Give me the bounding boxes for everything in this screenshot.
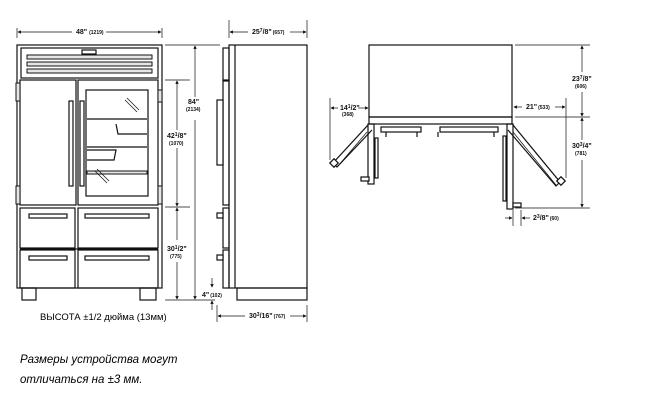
left-door — [19, 79, 77, 206]
drawer-height-label: 301/2" — [167, 245, 187, 253]
left-clearance-mm: (368) — [342, 112, 354, 118]
door-swing-label: 303/4" — [572, 142, 592, 150]
right-door-swing — [507, 124, 561, 187]
cabinet-depth-mm: (606) — [575, 84, 587, 90]
logo-badge — [81, 49, 97, 55]
offset-label: 23/8"(60) — [533, 214, 559, 222]
right-clearance-label: 21"(533) — [526, 104, 550, 111]
drawer-top-left — [19, 207, 76, 249]
top-cabinet — [368, 44, 513, 118]
toe-kick-label: 4"(102) — [202, 292, 222, 299]
right-foot — [139, 287, 157, 301]
right-door-open — [506, 123, 514, 210]
total-height-mm: (2134) — [186, 107, 201, 113]
door-height-label: 421/8" — [167, 132, 187, 140]
left-door-handle — [68, 100, 74, 187]
side-cabinet — [228, 44, 308, 289]
side-depth-label: 257/8"(657) — [252, 28, 285, 36]
front-cabinet-outline — [16, 44, 163, 289]
total-height-label: 84" — [188, 99, 199, 106]
top-grille — [20, 47, 159, 79]
drawer-top-right — [77, 207, 159, 249]
door-swing-mm: (781) — [575, 151, 587, 157]
front-view: 48"(1219) 84" (2134) 421/8" (1070) 301/2… — [15, 28, 220, 323]
tolerance-note-line1: Размеры устройства могут — [20, 354, 178, 366]
door-height-mm: (1070) — [169, 141, 184, 147]
drawer-bottom-right — [77, 249, 159, 289]
left-clearance-label: 141/2" — [340, 104, 360, 112]
drawer-bottom-left — [19, 249, 76, 289]
side-base — [236, 287, 308, 301]
glass-window — [85, 89, 149, 197]
height-tolerance-caption: ВЫСОТА ±1/2 дюйма (13мм) — [40, 312, 167, 323]
tolerance-note-line2: отличаться на ±3 мм. — [20, 374, 142, 386]
side-view: 257/8"(657) 4"(102) 303/16"(767) — [202, 20, 308, 322]
cabinet-depth-label: 237/8" — [572, 75, 592, 83]
drawer-height-mm: (775) — [170, 254, 182, 260]
top-view: 237/8" (606) 303/4" (781) 141/2" (368) 2… — [328, 44, 592, 226]
right-door-handle — [79, 100, 85, 187]
total-depth-label: 303/16"(767) — [249, 312, 286, 320]
left-door-open — [367, 123, 375, 185]
side-door-handle — [216, 99, 224, 166]
right-glass-door — [77, 79, 159, 206]
front-width-label: 48"(1219) — [76, 29, 104, 36]
left-foot — [21, 287, 37, 301]
left-door-swing — [332, 124, 373, 168]
